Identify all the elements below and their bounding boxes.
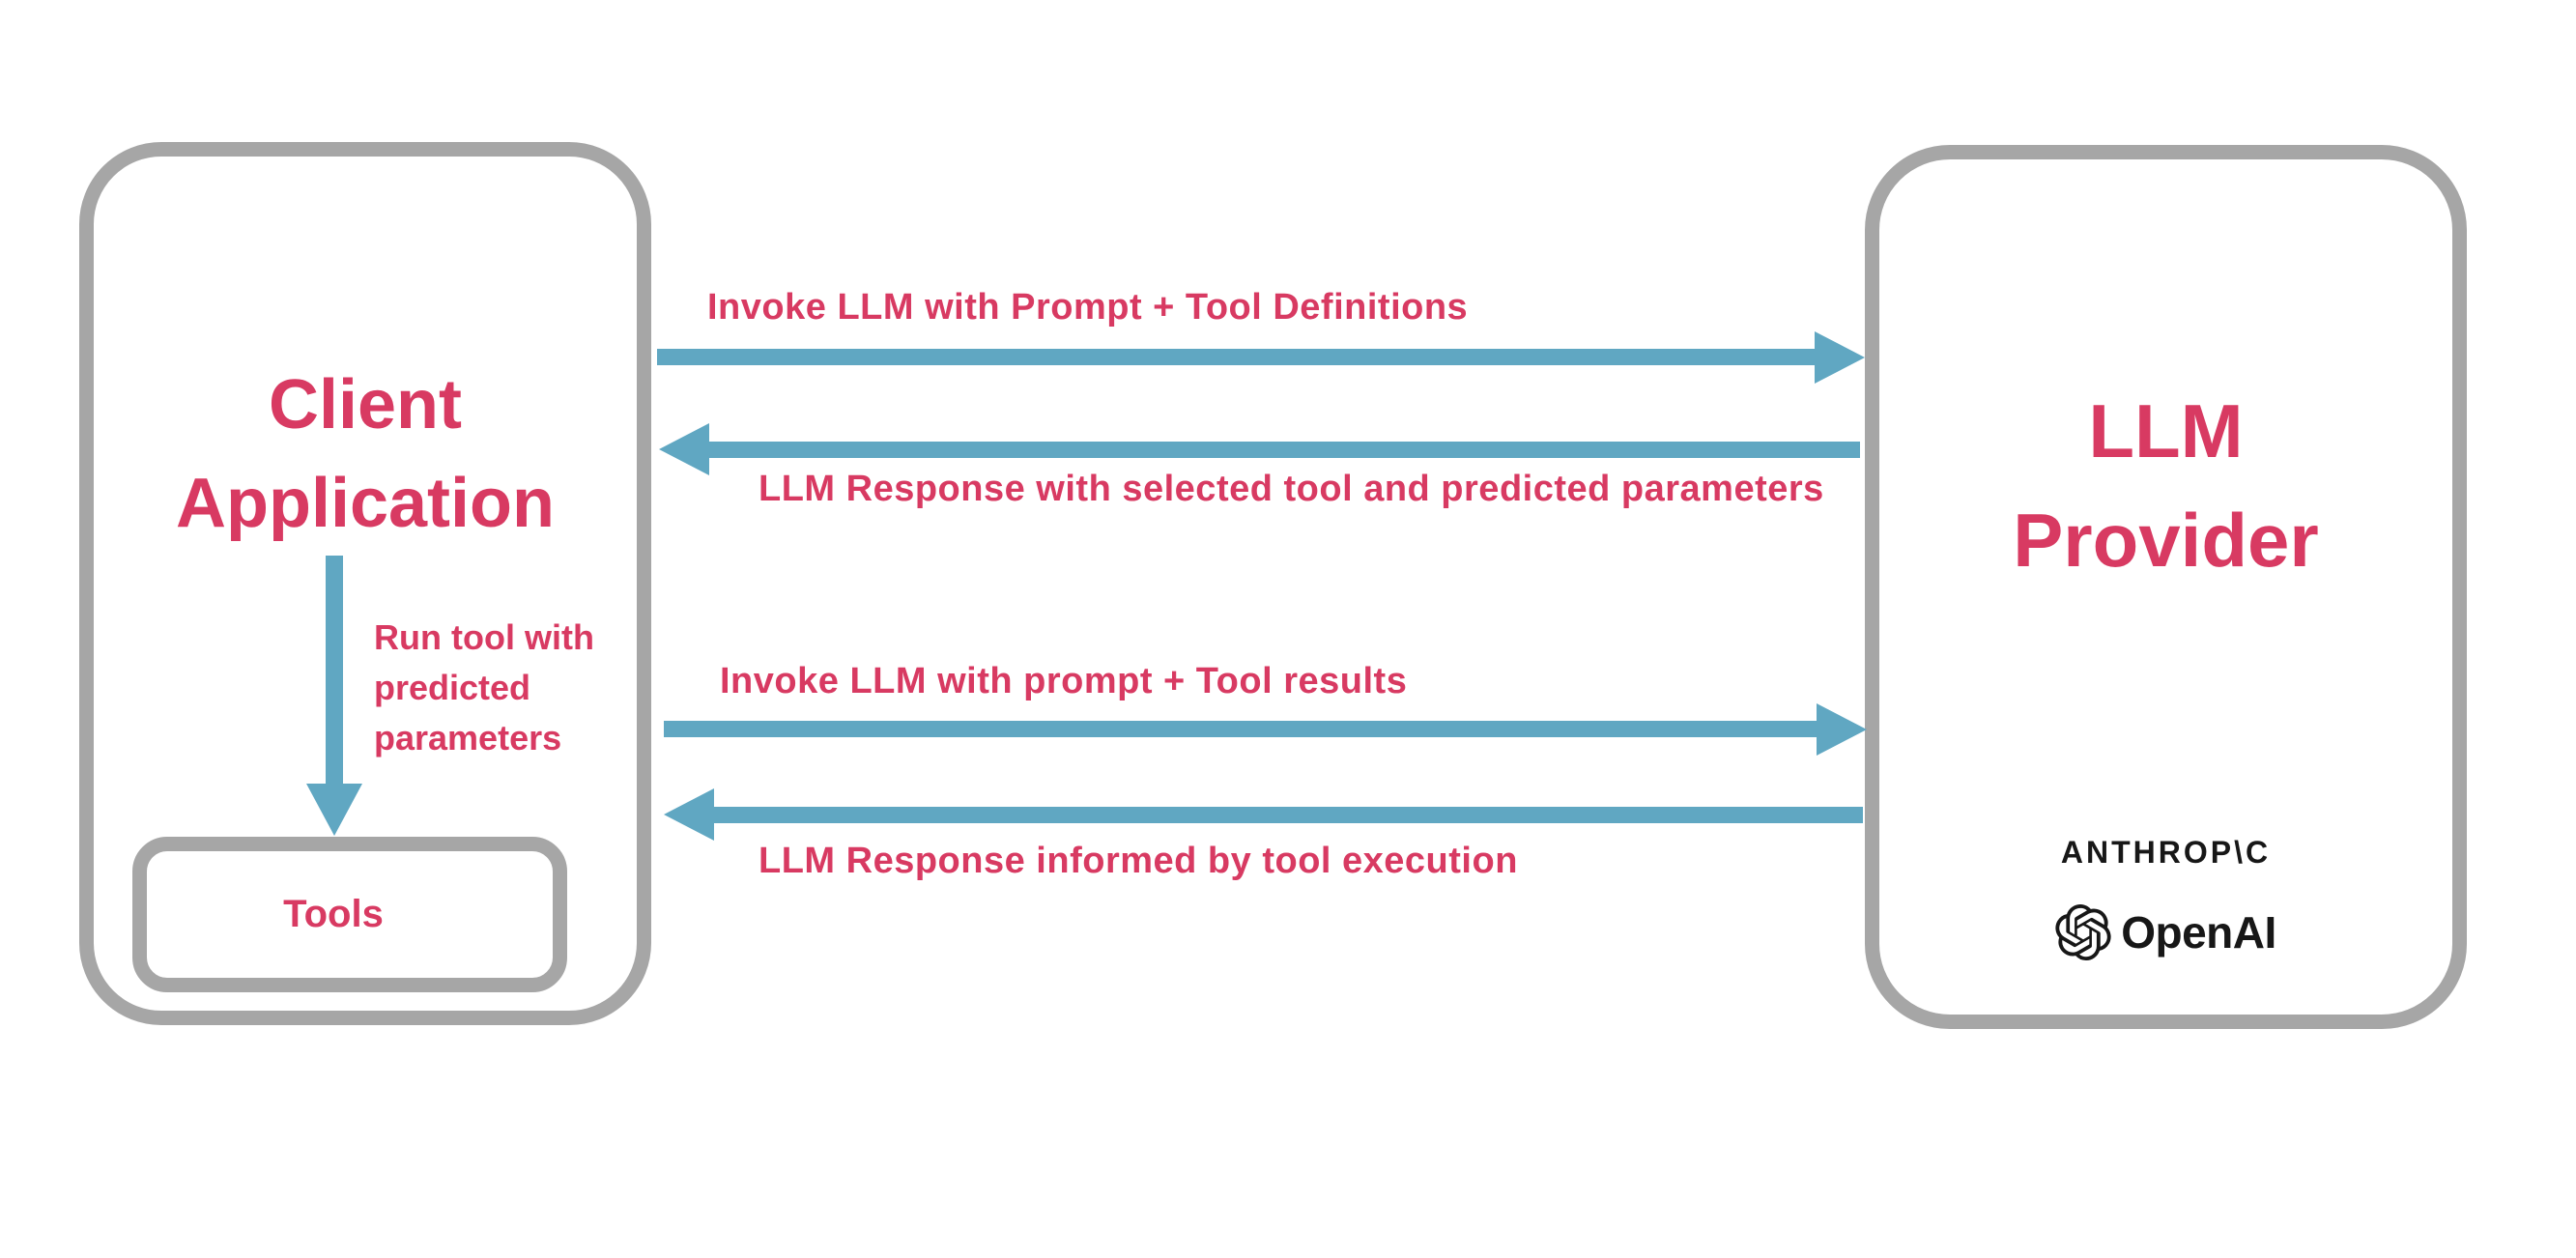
message-label-4: LLM Response informed by tool execution — [758, 841, 1518, 881]
llm-provider-box — [1865, 145, 2467, 1029]
llm-title-line-2: Provider — [2013, 498, 2319, 583]
client-application-title: Client Application — [79, 356, 651, 553]
tools-label: Tools — [283, 893, 384, 935]
message-arrow-3-shaft — [664, 721, 1817, 737]
openai-icon — [2055, 904, 2111, 960]
client-title-line-2: Application — [176, 465, 555, 542]
message-arrow-2-head-icon — [659, 423, 709, 475]
message-arrow-4-shaft — [714, 807, 1863, 823]
llm-title-line-1: LLM — [2088, 388, 2244, 473]
message-arrow-1-head-icon — [1815, 331, 1865, 384]
openai-wordmark: OpenAI — [2121, 907, 2276, 958]
run-tool-label: Run tool with predicted parameters — [374, 617, 594, 758]
openai-logo: OpenAI — [1865, 901, 2467, 964]
run-tool-arrow-head-icon — [306, 784, 362, 836]
message-label-3: Invoke LLM with prompt + Tool results — [720, 661, 1408, 701]
message-arrow-3-head-icon — [1817, 703, 1867, 756]
anthropic-logo: ANTHROP\C — [2060, 835, 2272, 870]
message-arrow-2-shaft — [709, 442, 1860, 458]
client-title-line-1: Client — [268, 366, 462, 443]
message-label-2: LLM Response with selected tool and pred… — [758, 469, 1824, 509]
run-tool-arrow-shaft — [326, 556, 343, 784]
message-label-1: Invoke LLM with Prompt + Tool Definition… — [707, 287, 1469, 328]
llm-provider-title: LLM Provider — [1865, 377, 2467, 595]
message-arrow-4-head-icon — [664, 788, 714, 841]
tools-box: Tools — [132, 837, 567, 992]
message-arrow-1-shaft — [657, 349, 1815, 365]
